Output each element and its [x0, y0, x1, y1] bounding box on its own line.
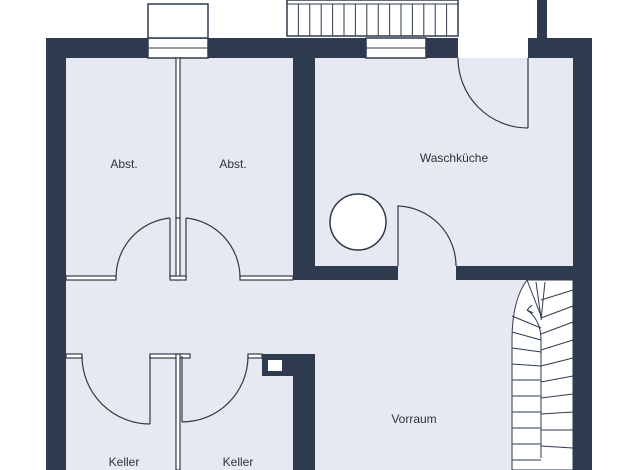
stair-tread: [511, 331, 542, 341]
stair-tread: [511, 363, 542, 367]
light-well: [147, 3, 209, 39]
stair-tread: [540, 445, 574, 449]
room-label-abst-right: Abst.: [219, 157, 246, 171]
partitions: [65, 57, 294, 470]
room-label-keller-right: Keller: [223, 455, 254, 469]
room-label-keller-left: Keller: [109, 455, 140, 469]
stair-tread: [526, 279, 542, 317]
stair-tread: [540, 321, 574, 335]
round-tank: [329, 193, 387, 251]
stair-tread: [540, 289, 574, 301]
external-stair: [286, 0, 459, 37]
stair-tread: [540, 411, 574, 415]
floor-area: [66, 58, 573, 470]
room-label-waschkueche: Waschküche: [420, 151, 489, 165]
internal-stair: [511, 279, 574, 470]
stair-tread: [540, 339, 574, 351]
stair-tread: [540, 281, 546, 321]
room-label-abst-left: Abst.: [110, 157, 137, 171]
stair-tread: [540, 393, 574, 399]
room-label-vorraum: Vorraum: [391, 412, 436, 426]
stair-tread: [511, 347, 542, 353]
window-top-middle: [365, 37, 427, 59]
stair-tread: [511, 315, 542, 329]
stair-tread: [535, 281, 542, 319]
window-top-left: [147, 37, 209, 59]
chimney: [268, 360, 282, 371]
stair-tread: [540, 375, 574, 383]
stair-tread: [540, 305, 574, 319]
stair-tread: [540, 357, 574, 367]
door-swings: [81, 57, 529, 425]
